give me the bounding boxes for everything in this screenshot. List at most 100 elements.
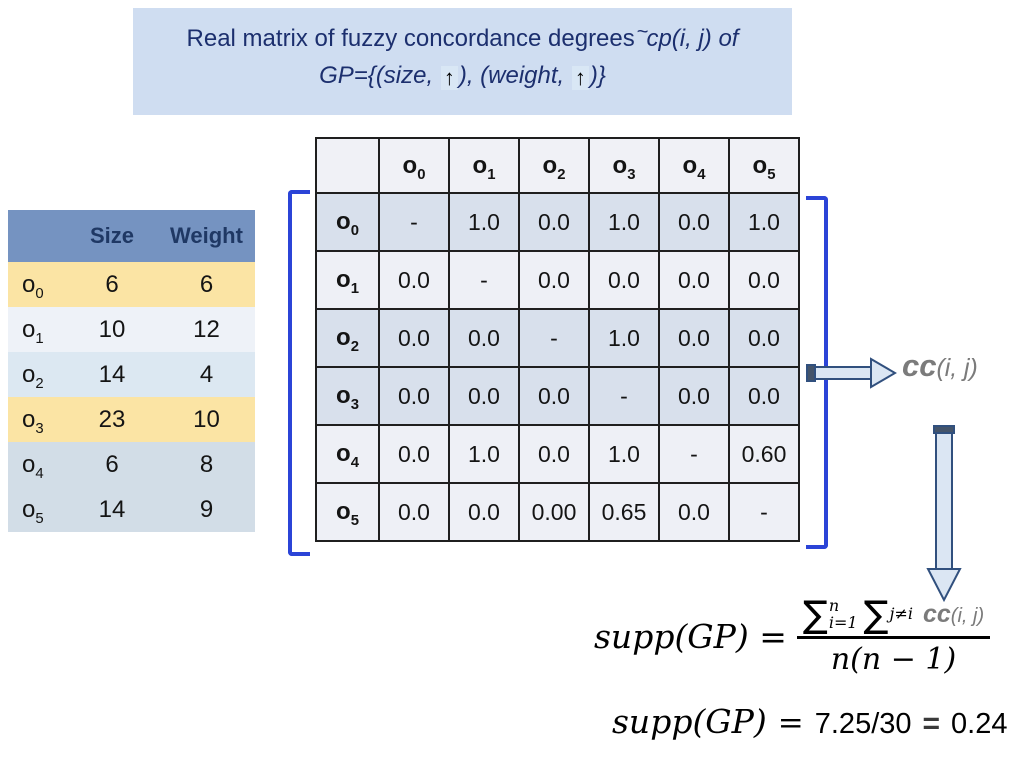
matrix-col-header: o1 — [448, 137, 520, 194]
matrix-cell: 0.0 — [378, 308, 450, 368]
attr-header-weight: Weight — [170, 223, 243, 248]
title-line1: Real matrix of fuzzy concordance degrees… — [133, 21, 792, 53]
attr-row-o4: o4 6 8 — [8, 442, 255, 487]
size-value: 14 — [98, 495, 126, 523]
cc-args-text: (i, j) — [936, 355, 978, 382]
sigma-symbol: ∑ — [802, 593, 828, 636]
matrix-bracket-left — [288, 190, 310, 556]
size-value: 6 — [105, 450, 119, 478]
matrix-cell: 0.65 — [588, 482, 660, 542]
attr-row-o1: o1 10 12 — [8, 307, 255, 352]
attr-header-size: Size — [89, 223, 135, 248]
matrix-cell: 0.0 — [378, 366, 450, 426]
matrix-cell: 0.0 — [378, 424, 450, 484]
equals-sign: = — [922, 707, 941, 740]
cc-label-numerator: cc(i, j) — [922, 600, 985, 628]
cc-label-right: cc(i, j) — [902, 348, 978, 384]
matrix-cell: 0.0 — [518, 250, 590, 310]
sum-superscript: n — [828, 595, 840, 615]
size-value: 10 — [98, 315, 126, 343]
matrix-row-o0: o0 - 1.0 0.0 1.0 0.0 1.0 — [315, 192, 800, 252]
weight-value: 12 — [193, 315, 220, 343]
up-arrow-icon: ↑ — [571, 66, 589, 90]
matrix-cell: 0.0 — [518, 192, 590, 252]
equals-sign: = — [777, 705, 804, 741]
matrix-col-header: o5 — [728, 137, 800, 194]
size-value: 23 — [98, 405, 126, 433]
matrix-cell: 0.0 — [378, 482, 450, 542]
matrix-col-header: o4 — [658, 137, 730, 194]
matrix-cell: 0.0 — [728, 250, 800, 310]
matrix-cell: 1.0 — [448, 192, 520, 252]
title-text: Real matrix of fuzzy concordance degrees — [186, 25, 635, 52]
cc-text: cc — [902, 348, 937, 383]
inner-sum: ∑ j≠i — [864, 596, 913, 633]
matrix-row-o5: o5 0.0 0.0 0.00 0.65 0.0 - — [315, 482, 800, 542]
title-cp-term: cp(i, j) — [646, 25, 712, 52]
matrix-cell: 0.0 — [448, 482, 520, 542]
matrix-cell: 1.0 — [728, 192, 800, 252]
fraction-denominator: n(n − 1) — [830, 642, 957, 677]
matrix-row-label: o4 — [315, 424, 380, 484]
matrix-cell: 0.0 — [728, 308, 800, 368]
weight-value: 8 — [199, 450, 214, 478]
matrix-cell: - — [728, 482, 800, 542]
supp-formula: supp(GP) = ∑ n i=1 ∑ j≠i cc(i, — [594, 596, 991, 677]
matrix-row-o2: o2 0.0 0.0 - 1.0 0.0 0.0 — [315, 308, 800, 368]
matrix-cell: 1.0 — [588, 308, 660, 368]
tilde-mark: ~ — [636, 21, 649, 43]
matrix-cell: - — [518, 308, 590, 368]
gp-prefix: GP={(size, — [319, 62, 434, 89]
weight-value: 6 — [199, 270, 214, 298]
weight-value: 9 — [199, 495, 214, 523]
size-value: 6 — [105, 270, 119, 298]
title-of: of — [711, 25, 739, 52]
matrix-row-label: o3 — [315, 366, 380, 426]
row-label: o0 — [22, 270, 44, 302]
supp-lhs: supp(GP) = — [594, 617, 787, 656]
inner-sum-limits: j≠i — [889, 604, 913, 624]
outer-sum: ∑ n i=1 — [803, 596, 858, 633]
matrix-cell: 1.0 — [588, 192, 660, 252]
weight-value: 10 — [193, 405, 220, 433]
attribute-table: Size Weight o0 6 6 o1 10 12 o2 14 4 o3 2… — [8, 210, 255, 532]
matrix-cell: 0.60 — [728, 424, 800, 484]
matrix-cell: - — [588, 366, 660, 426]
matrix-cell: - — [378, 192, 450, 252]
row-label: o1 — [22, 315, 44, 347]
fraction-numerator: ∑ n i=1 ∑ j≠i cc(i, j) — [796, 596, 991, 639]
matrix-row-label: o1 — [315, 250, 380, 310]
supp-result: supp(GP) = 7.25/30 = 0.24 — [612, 702, 1008, 741]
up-arrow-icon: ↑ — [440, 66, 458, 90]
matrix-cell: 0.00 — [518, 482, 590, 542]
matrix-cell: - — [658, 424, 730, 484]
row-label: o5 — [22, 495, 44, 527]
concordance-matrix: o0 o1 o2 o3 o4 o5 o0 - 1.0 0.0 1.0 0.0 1… — [315, 137, 800, 542]
attr-row-o0: o0 6 6 — [8, 262, 255, 307]
weight-value: 4 — [199, 360, 214, 388]
sum-subscript: j≠i — [889, 604, 913, 624]
matrix-cell: 0.0 — [448, 366, 520, 426]
matrix-corner-cell — [315, 137, 380, 194]
matrix-cell: 1.0 — [448, 424, 520, 484]
matrix-row-label: o5 — [315, 482, 380, 542]
gp-suffix: )} — [589, 62, 606, 89]
matrix-cell: 0.0 — [518, 424, 590, 484]
attribute-table-header: Size Weight — [8, 210, 255, 262]
row-label: o3 — [22, 405, 44, 437]
down-block-arrow-icon — [924, 424, 964, 609]
matrix-cell: 0.0 — [588, 250, 660, 310]
outer-sum-limits: n i=1 — [828, 595, 858, 632]
matrix-cell: - — [448, 250, 520, 310]
result-final: 0.24 — [951, 708, 1008, 740]
matrix-col-header: o0 — [378, 137, 450, 194]
matrix-cell: 0.0 — [658, 482, 730, 542]
matrix-cell: 0.0 — [448, 308, 520, 368]
matrix-cell: 0.0 — [728, 366, 800, 426]
matrix-cell: 0.0 — [658, 308, 730, 368]
matrix-row-o4: o4 0.0 1.0 0.0 1.0 - 0.60 — [315, 424, 800, 484]
fraction: ∑ n i=1 ∑ j≠i cc(i, j) n(n − 1) — [796, 596, 991, 677]
row-label: o2 — [22, 360, 44, 392]
matrix-col-header: o2 — [518, 137, 590, 194]
